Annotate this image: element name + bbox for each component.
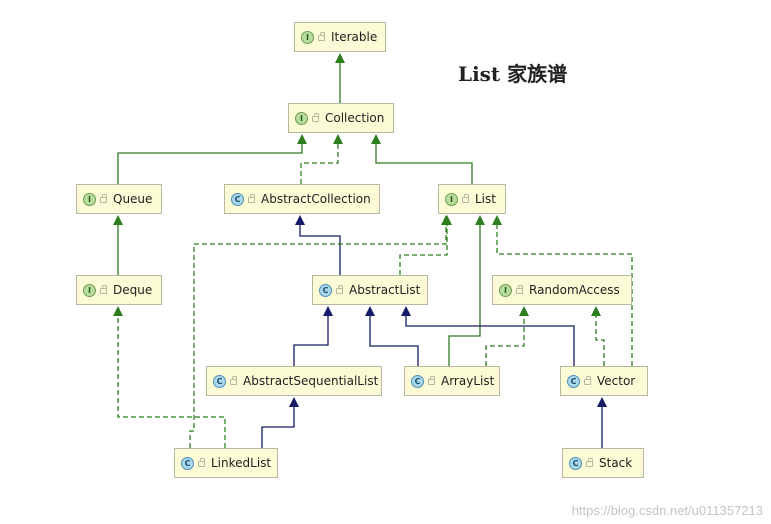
arrow-head-icon xyxy=(295,215,305,225)
edge-queue-collection xyxy=(117,143,303,184)
edge-vector-list xyxy=(496,224,633,366)
diagram-title: List 家族谱 xyxy=(458,62,568,86)
edge-abstractlist-abstractcollection xyxy=(299,224,341,275)
lock-icon xyxy=(230,376,237,385)
node-label: AbstractList xyxy=(349,283,421,297)
node-label: AbstractSequentialList xyxy=(243,374,379,388)
node-label: Queue xyxy=(113,192,153,206)
arrow-head-icon xyxy=(113,306,123,316)
node-collection[interactable]: I Collection xyxy=(288,103,394,133)
node-array-list[interactable]: C ArrayList xyxy=(404,366,500,396)
arrow-head-icon xyxy=(591,306,601,316)
node-label: Vector xyxy=(597,374,636,388)
lock-icon xyxy=(198,458,205,467)
edges-layer xyxy=(113,53,633,448)
edge-abstractcollection-collection xyxy=(300,143,339,184)
node-iterable[interactable]: I Iterable xyxy=(294,22,386,52)
arrow-head-icon xyxy=(335,53,345,63)
node-queue[interactable]: I Queue xyxy=(76,184,162,214)
edge-arraylist-randomaccess xyxy=(485,315,525,366)
node-label: List xyxy=(475,192,496,206)
node-vector[interactable]: C Vector xyxy=(560,366,648,396)
lock-icon xyxy=(584,376,591,385)
lock-icon xyxy=(312,113,319,122)
node-abstract-collection[interactable]: C AbstractCollection xyxy=(224,184,380,214)
watermark: https://blog.csdn.net/u011357213 xyxy=(571,503,763,518)
arrow-head-icon xyxy=(333,134,343,144)
lock-icon xyxy=(336,285,343,294)
edge-vector-randomaccess xyxy=(595,315,605,366)
edge-linkedlist-list xyxy=(189,224,447,448)
interface-icon: I xyxy=(301,30,314,44)
arrow-head-icon xyxy=(365,306,375,316)
interface-icon: I xyxy=(445,192,458,206)
node-label: Iterable xyxy=(331,30,378,44)
lock-icon xyxy=(428,376,435,385)
class-icon: C xyxy=(181,456,194,470)
node-label: Collection xyxy=(325,111,385,125)
node-label: RandomAccess xyxy=(529,283,620,297)
edge-abstractsequentiallist-abstractlist xyxy=(293,315,329,366)
arrow-head-icon xyxy=(475,215,485,225)
class-icon: C xyxy=(411,374,424,388)
node-deque[interactable]: I Deque xyxy=(76,275,162,305)
arrow-head-icon xyxy=(401,306,411,316)
lock-icon xyxy=(100,194,107,203)
node-stack[interactable]: C Stack xyxy=(562,448,644,478)
lock-icon xyxy=(248,194,255,203)
class-icon: C xyxy=(569,456,582,470)
node-label: ArrayList xyxy=(441,374,495,388)
edge-arraylist-abstractlist xyxy=(369,315,419,366)
node-label: LinkedList xyxy=(211,456,272,470)
edge-linkedlist-abstractsequentiallist xyxy=(261,406,295,448)
arrow-head-icon xyxy=(297,134,307,144)
arrow-head-icon xyxy=(371,134,381,144)
class-icon: C xyxy=(567,374,580,388)
node-label: Stack xyxy=(599,456,633,470)
class-icon: C xyxy=(319,283,332,297)
arrow-head-icon xyxy=(597,397,607,407)
arrow-head-icon xyxy=(323,306,333,316)
arrow-head-icon xyxy=(113,215,123,225)
arrow-head-icon xyxy=(519,306,529,316)
node-linked-list[interactable]: C LinkedList xyxy=(174,448,278,478)
interface-icon: I xyxy=(295,111,308,125)
node-abstract-sequential-list[interactable]: C AbstractSequentialList xyxy=(206,366,382,396)
arrow-head-icon xyxy=(492,215,502,225)
interface-icon: I xyxy=(83,192,96,206)
edge-arraylist-list xyxy=(448,224,481,366)
arrow-head-icon xyxy=(289,397,299,407)
node-abstract-list[interactable]: C AbstractList xyxy=(312,275,428,305)
lock-icon xyxy=(318,32,325,41)
lock-icon xyxy=(586,458,593,467)
class-icon: C xyxy=(231,192,244,206)
lock-icon xyxy=(100,285,107,294)
lock-icon xyxy=(516,285,523,294)
edge-linkedlist-deque xyxy=(117,315,226,448)
node-random-access[interactable]: I RandomAccess xyxy=(492,275,632,305)
interface-icon: I xyxy=(499,283,512,297)
node-label: AbstractCollection xyxy=(261,192,371,206)
node-label: Deque xyxy=(113,283,153,297)
edge-abstractlist-list xyxy=(399,224,448,275)
class-icon: C xyxy=(213,374,226,388)
arrow-head-icon xyxy=(441,215,451,225)
interface-icon: I xyxy=(83,283,96,297)
edge-list-collection xyxy=(375,143,473,184)
edge-vector-abstractlist xyxy=(405,315,575,366)
node-list[interactable]: I List xyxy=(438,184,506,214)
lock-icon xyxy=(462,194,469,203)
